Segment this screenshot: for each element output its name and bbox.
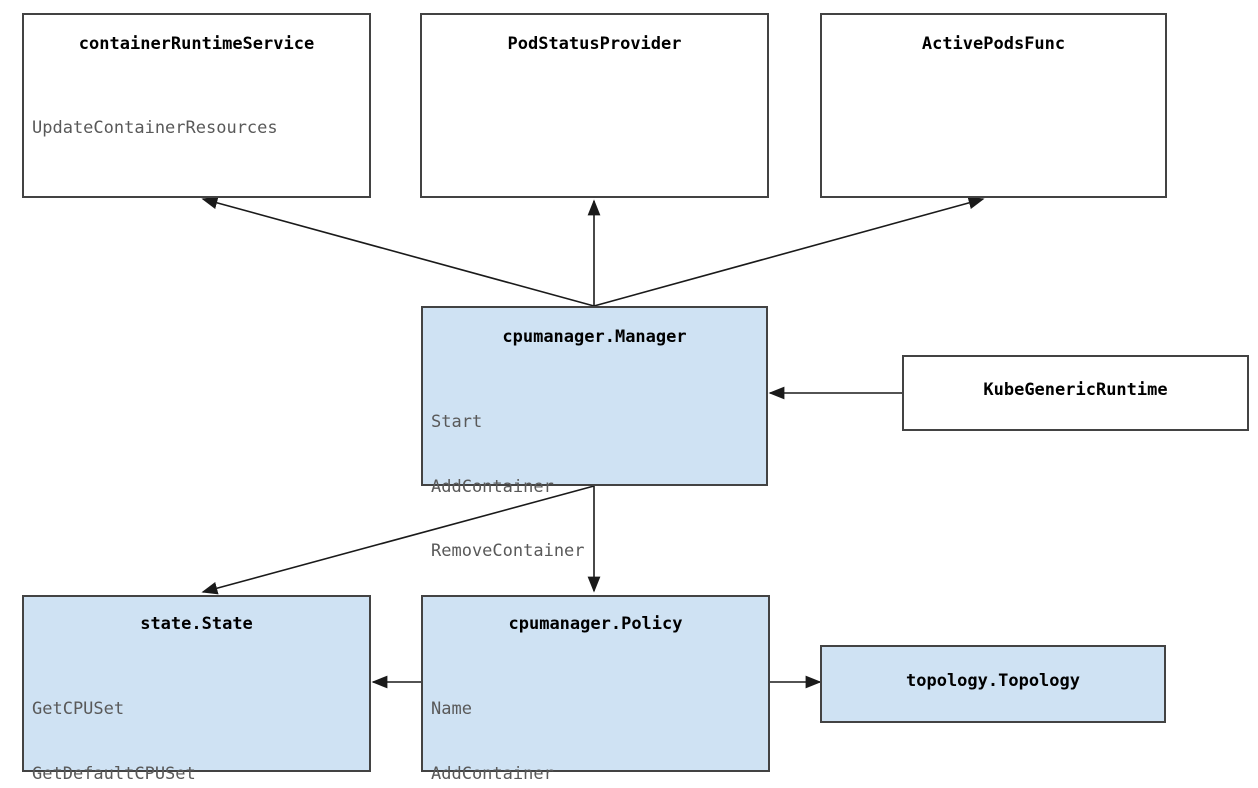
class-node-title: cpumanager.Manager — [502, 327, 687, 347]
class-node-active-pods-func[interactable]: ActivePodsFunc — [820, 13, 1167, 198]
class-node-cpumanager-policy[interactable]: cpumanager.Policy Name AddContainer Remo… — [421, 595, 770, 784]
method-item: GetDefaultCPUSet — [32, 763, 196, 784]
class-node-kube-generic-runtime[interactable]: KubeGenericRuntime — [902, 355, 1249, 431]
method-item: AddContainer — [431, 763, 554, 784]
class-node-pod-status-provider[interactable]: PodStatusProvider — [420, 13, 769, 198]
class-node-methods: UpdateContainerResources — [24, 75, 369, 183]
method-item: UpdateContainerResources — [32, 118, 278, 138]
class-node-title: cpumanager.Policy — [508, 614, 683, 634]
method-item: GetCPUSet — [32, 699, 125, 719]
class-node-title: ActivePodsFunc — [921, 34, 1066, 54]
method-item: Name — [431, 699, 472, 719]
method-item: AddContainer — [431, 476, 554, 497]
class-node-title: KubeGenericRuntime — [983, 380, 1168, 400]
class-node-cpumanager-manager[interactable]: cpumanager.Manager Start AddContainer Re… — [421, 306, 768, 626]
method-item: Start — [431, 412, 483, 432]
class-node-methods: Name AddContainer RemoveContainer — [423, 656, 768, 788]
class-node-topology-topology[interactable]: topology.Topology — [820, 645, 1166, 723]
class-node-state-state[interactable]: state.State GetCPUSet GetDefaultCPUSet S… — [22, 595, 371, 784]
class-node-title: topology.Topology — [906, 671, 1080, 691]
edge-manager-to-container-runtime-service — [201, 196, 595, 307]
class-node-methods: GetCPUSet GetDefaultCPUSet SetCPUSet Set… — [24, 656, 369, 788]
method-item: RemoveContainer — [431, 541, 585, 561]
class-node-title: containerRuntimeService — [78, 34, 315, 54]
class-node-title: state.State — [140, 614, 253, 634]
class-node-container-runtime-service[interactable]: containerRuntimeService UpdateContainerR… — [22, 13, 371, 198]
class-node-title: PodStatusProvider — [507, 34, 682, 54]
edge-manager-to-active-pods-func — [593, 196, 985, 307]
